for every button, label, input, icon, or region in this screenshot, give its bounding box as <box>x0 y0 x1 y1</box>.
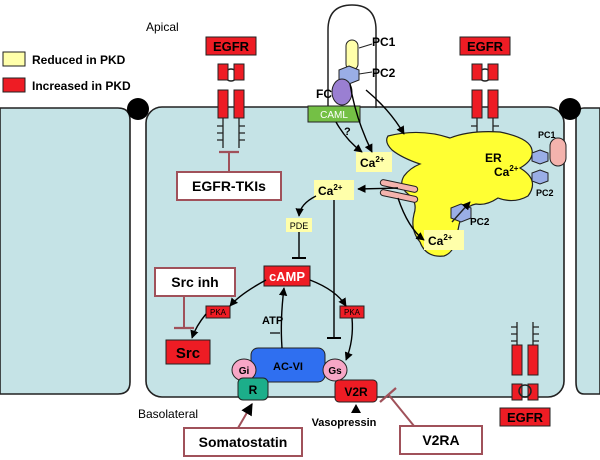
signaling-nodes: PDE cAMP PKA PKA ATP Src AC-VI Gi Gs R V… <box>165 218 378 429</box>
ca-box-er <box>424 230 464 250</box>
gs-label: Gs <box>328 366 342 377</box>
edge-erchannel-ca <box>397 197 425 241</box>
apical-label: Apical <box>146 20 179 34</box>
egfr-label: EGFR <box>507 410 544 425</box>
src-inh-box <box>154 267 236 297</box>
src-box <box>165 339 211 365</box>
pc2-label: PC2 <box>372 66 396 80</box>
gs-protein <box>322 358 348 382</box>
egfr-tki-label: EGFR-TKIs <box>192 178 266 194</box>
pc2-er-right-b <box>531 169 549 185</box>
tight-junction-right <box>559 98 581 120</box>
primary-cilium-complex: PC1 PC2 FC CAML ? <box>307 4 396 138</box>
vasopressin-ligand <box>351 404 361 413</box>
ca-box-cytosol <box>314 180 354 200</box>
pc2-er-right-a <box>531 149 549 165</box>
pde-box <box>286 218 312 232</box>
egfr-label-box <box>499 407 551 427</box>
legend-label-increased: Increased in PKD <box>32 79 131 93</box>
caml-box <box>307 105 361 123</box>
legend-label-reduced: Reduced in PKD <box>32 53 126 67</box>
egfr-label: EGFR <box>213 39 250 54</box>
sst-receptor <box>237 377 269 401</box>
pc1-er <box>549 137 567 167</box>
endoplasmic-reticulum: ER Ca2+ PC2 PC1 PC2 <box>379 130 567 257</box>
vasopressin-label: Vasopressin <box>312 417 377 429</box>
somatostatin-label: Somatostatin <box>199 434 288 450</box>
v2ra-label: V2RA <box>422 432 459 448</box>
edge-er-ca <box>357 184 399 194</box>
edge-pka-src <box>190 313 207 339</box>
edge-pka-v2r <box>344 317 354 361</box>
ca-box-cilium <box>356 152 392 172</box>
ca-label-cytosol: Ca2+ <box>318 183 343 198</box>
pc2-er-right-label: PC2 <box>536 188 554 198</box>
egfr-label: EGFR <box>467 39 504 54</box>
src-inh-label: Src inh <box>171 274 218 290</box>
basolateral-label: Basolateral <box>138 407 198 421</box>
pde-label: PDE <box>290 221 309 231</box>
pc2-er-label: PC2 <box>470 217 490 228</box>
somatostatin-box <box>183 427 303 457</box>
camp-label: cAMP <box>269 269 305 284</box>
egfr-receptor-left: EGFR <box>205 36 257 148</box>
edge-ca-pde <box>295 195 317 217</box>
edge-atp-camp <box>278 287 288 349</box>
question-mark: ? <box>344 126 351 138</box>
cilium-membrane <box>327 4 377 108</box>
edge-v2ra-v2r <box>387 393 415 427</box>
legend: Reduced in PKD Increased in PKD <box>2 51 131 93</box>
er-label: ER <box>485 151 502 165</box>
edge-somatostatin-r <box>237 402 253 429</box>
egfr-receptor-basolateral: EGFR <box>499 322 551 427</box>
edge-camp-pka-right <box>309 279 347 307</box>
legend-swatch-increased <box>2 77 26 93</box>
ca-label-cilium: Ca2+ <box>360 155 385 170</box>
egfr-tki-box <box>176 171 282 201</box>
right-neighbor-cell <box>575 107 600 395</box>
pc1-label: PC1 <box>372 35 396 49</box>
gi-label: Gi <box>239 366 250 377</box>
pka-box-left <box>205 305 231 319</box>
caml-label: CAML <box>320 110 348 121</box>
camp-box <box>263 265 311 287</box>
fibrocystin <box>331 78 353 106</box>
fc-label: FC <box>316 87 332 101</box>
v2r-label: V2R <box>344 385 368 399</box>
ca-er-label: Ca2+ <box>494 164 519 179</box>
src-label: Src <box>176 345 200 362</box>
v2ra-box <box>399 425 483 455</box>
edge-fc-ca <box>335 121 363 153</box>
egfr-label-box <box>205 36 257 56</box>
ca-label-er: Ca2+ <box>428 233 453 248</box>
legend-swatch-reduced <box>2 51 26 67</box>
atp-label: ATP <box>262 315 283 327</box>
calcium-nodes: Ca2+ Ca2+ Ca2+ <box>314 152 464 250</box>
edge-cilium-ca <box>349 83 373 153</box>
pka-label-left: PKA <box>210 308 227 317</box>
edge-camp-pka-left <box>229 279 267 307</box>
tight-junction-left <box>127 98 149 120</box>
pc1-er-label: PC1 <box>538 130 556 140</box>
inhibitor-boxes: EGFR-TKIs Src inh Somatostatin V2RA <box>154 171 483 457</box>
pka-label-right: PKA <box>344 308 361 317</box>
v2r-box <box>334 379 378 403</box>
ac-vi-label: AC-VI <box>273 361 303 373</box>
egfr-receptor-right: EGFR <box>459 36 511 148</box>
ip3r-channel-top <box>379 179 419 193</box>
left-neighbor-cell <box>0 107 131 395</box>
pathway-edges <box>174 83 425 429</box>
edge-cilium-er <box>365 89 405 135</box>
egfr-label-box <box>459 36 511 56</box>
r-label: R <box>249 383 258 397</box>
pc1-cilium <box>345 39 359 71</box>
